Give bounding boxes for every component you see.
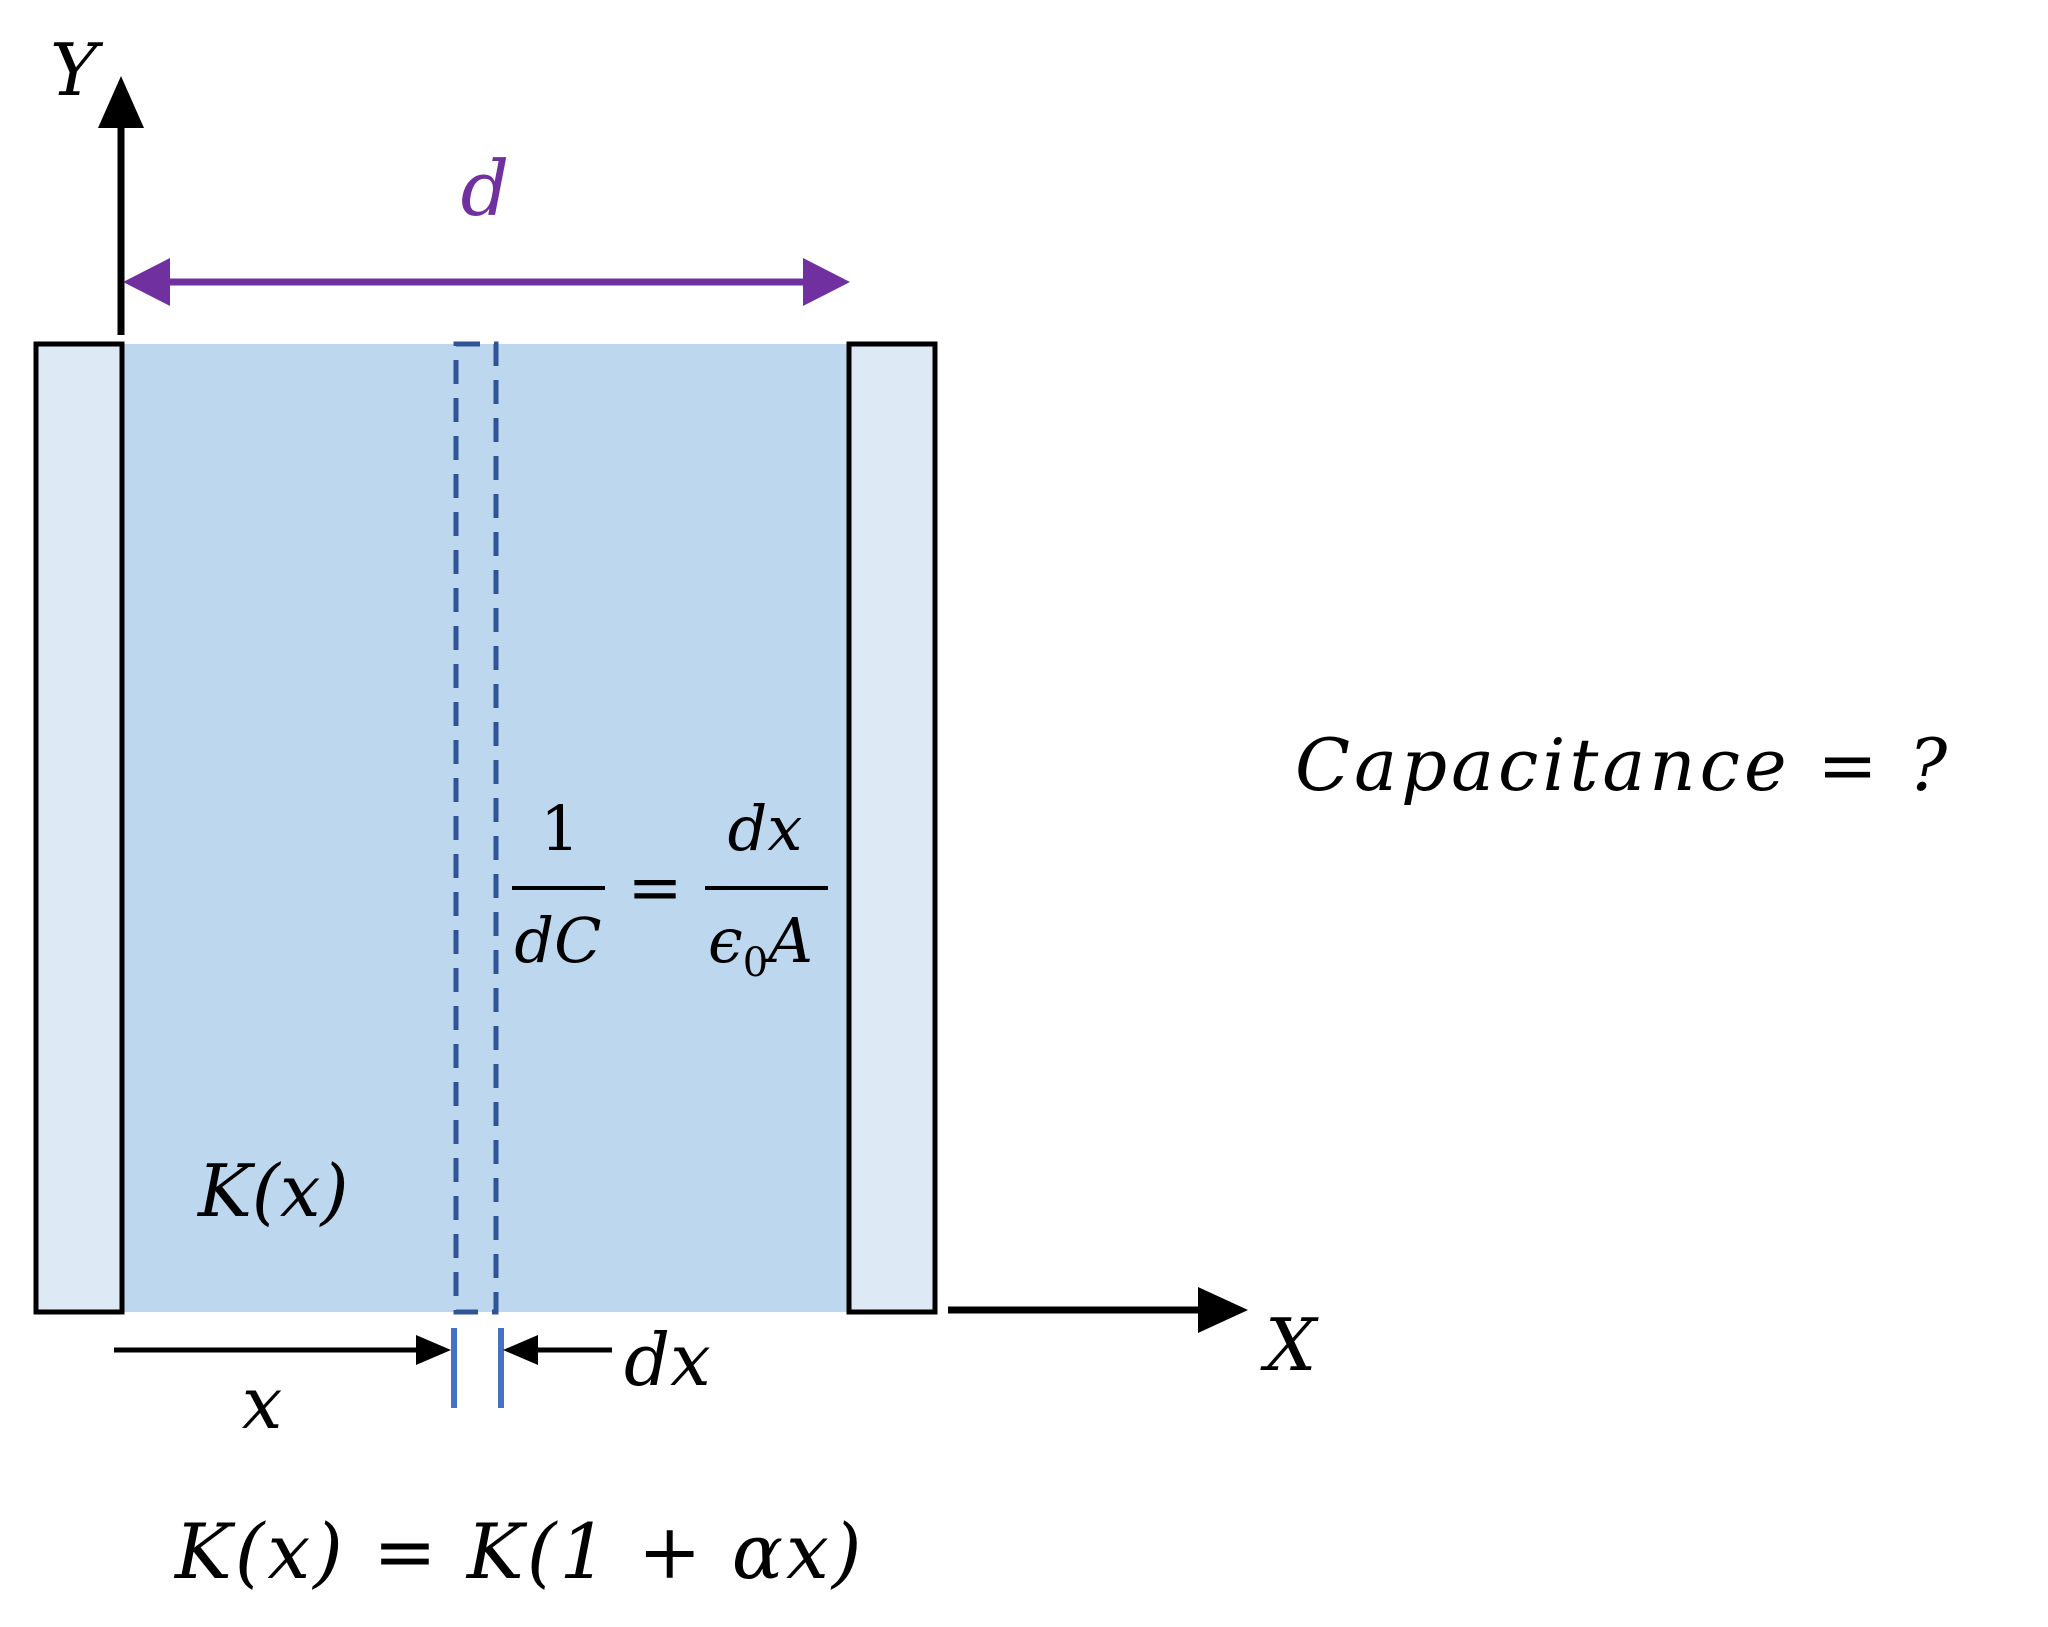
position-label: x [242, 1361, 283, 1445]
separation-arrowhead-left [123, 258, 170, 306]
separation-arrowhead-right [803, 258, 850, 306]
width-arrowhead [503, 1335, 538, 1365]
equation-denominator-right: ϵ0A [708, 904, 813, 986]
element-strip [453, 341, 499, 1315]
dielectric-label: K(x) [196, 1149, 349, 1233]
epsilon-symbol: ϵ [708, 904, 743, 977]
capacitance-question: Capacitance = ? [1295, 723, 1951, 807]
y-axis-label: Y [50, 28, 104, 112]
equation-numerator-left: 1 [540, 792, 579, 865]
dielectric-region [122, 344, 849, 1312]
epsilon-subscript: 0 [743, 940, 768, 986]
equation-equals: = [627, 849, 682, 926]
width-label: dx [624, 1318, 711, 1402]
equation-denominator-left: dC [514, 904, 601, 977]
position-arrowhead [416, 1335, 451, 1365]
x-axis-label: X [1260, 1303, 1319, 1387]
dielectric-function: K(x) = K(1 + αx) [173, 1507, 865, 1596]
right-plate [846, 341, 938, 1315]
x-axis-arrowhead [1198, 1287, 1248, 1333]
left-plate [33, 341, 125, 1315]
area-symbol: A [763, 904, 813, 977]
separation-label: d [461, 144, 510, 233]
y-axis-arrowhead [98, 76, 144, 128]
equation-numerator-right: dx [728, 792, 803, 865]
